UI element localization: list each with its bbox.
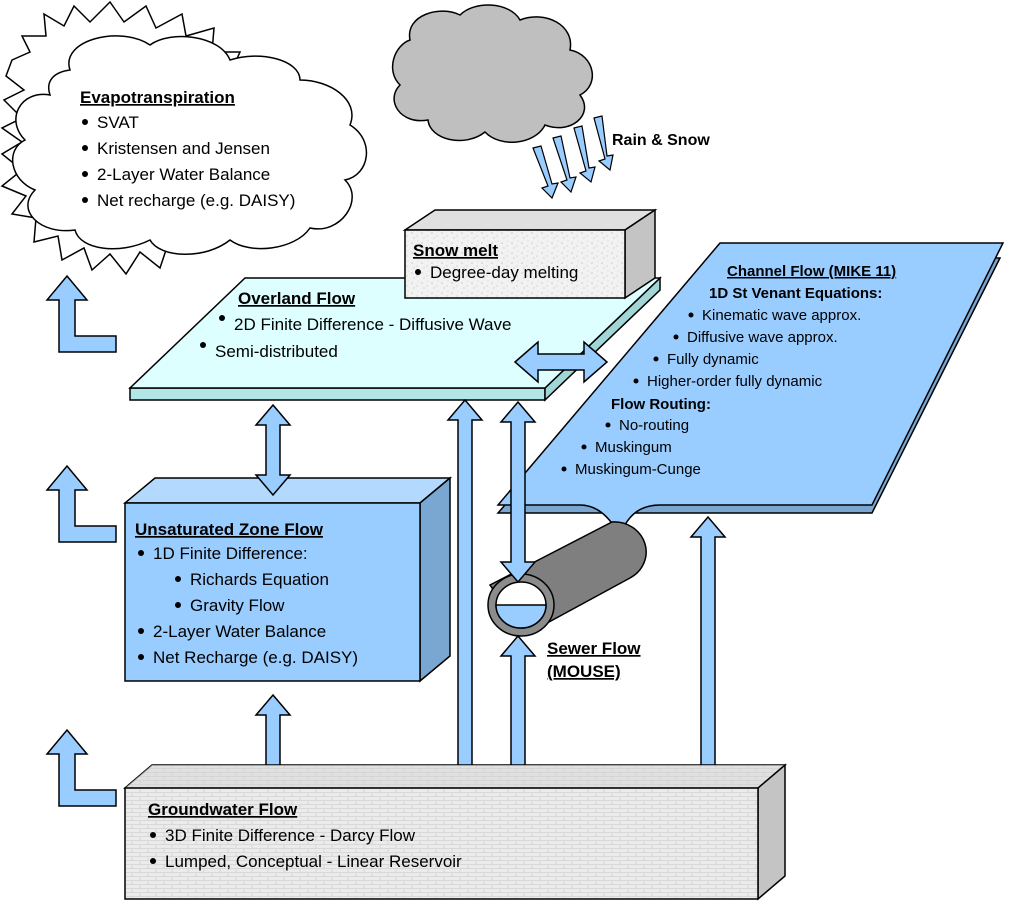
rain-snow-label: Rain & Snow [612,132,710,149]
double-arrow-overland-unsaturated [254,403,292,497]
overland-flow-item: Semi-distributed [215,342,338,361]
unsaturated-item: Net Recharge (e.g. DAISY) [153,648,358,667]
return-arrow-lower [45,728,117,807]
rain-arrows [532,115,614,200]
evapotranspiration-cloud: Evapotranspiration SVAT Kristensen and J… [0,0,367,276]
double-arrow-overland-sewer [499,400,537,584]
return-arrow-middle [45,464,117,543]
double-arrow-channel-groundwater [689,515,727,788]
groundwater-item: Lumped, Conceptual - Linear Reservoir [165,852,462,871]
evapotranspiration-list: SVAT Kristensen and Jensen 2-Layer Water… [82,113,295,210]
groundwater-item: 3D Finite Difference - Darcy Flow [165,826,416,845]
snow-melt-title: Snow melt [413,241,498,260]
overland-flow-item: 2D Finite Difference - Diffusive Wave [234,315,511,334]
unsaturated-sub-item: Gravity Flow [190,596,285,615]
channel-subtitle-st-venant: 1D St Venant Equations: [709,285,882,302]
unsaturated-zone-title: Unsaturated Zone Flow [135,520,324,539]
channel-item: Fully dynamic [667,351,759,368]
evapotranspiration-title: Evapotranspiration [80,88,235,107]
sewer-pipe: Sewer Flow (MOUSE) [487,521,647,681]
channel-flow-title: Channel Flow (MIKE 11) [727,263,896,280]
unsaturated-zone-box: Unsaturated Zone Flow 1D Finite Differen… [122,476,453,683]
rain-cloud: Rain & Snow [391,4,710,200]
evapotranspiration-item: Net recharge (e.g. DAISY) [97,191,295,210]
channel-subtitle-routing: Flow Routing: [611,396,711,413]
evapotranspiration-item: 2-Layer Water Balance [97,165,270,184]
evapotranspiration-item: Kristensen and Jensen [97,139,270,158]
channel-item: Diffusive wave approx. [687,329,838,346]
sewer-flow-title: Sewer Flow [547,639,641,658]
overland-flow-title: Overland Flow [238,289,356,308]
double-arrow-overland-groundwater [446,398,484,791]
unsaturated-item: 2-Layer Water Balance [153,622,326,641]
double-arrow-sewer-groundwater [499,634,537,788]
flow-arrows [45,274,727,807]
channel-item: Higher-order fully dynamic [647,373,823,390]
double-arrow-overland-channel [513,340,609,384]
channel-item: No-routing [619,417,689,434]
evapotranspiration-item: SVAT [97,113,139,132]
return-arrow-upper [45,274,117,353]
channel-item: Kinematic wave approx. [702,307,861,324]
sewer-flow-subtitle: (MOUSE) [547,662,621,681]
channel-item: Muskingum [595,439,672,456]
unsaturated-sub-item: Richards Equation [190,570,329,589]
snow-melt-item: Degree-day melting [430,263,578,282]
groundwater-box: Groundwater Flow 3D Finite Difference - … [122,763,788,901]
groundwater-title: Groundwater Flow [148,800,298,819]
unsaturated-item: 1D Finite Difference: [153,544,308,563]
channel-item: Muskingum-Cunge [575,461,701,478]
snow-melt-box: Snow melt Degree-day melting [402,208,658,300]
